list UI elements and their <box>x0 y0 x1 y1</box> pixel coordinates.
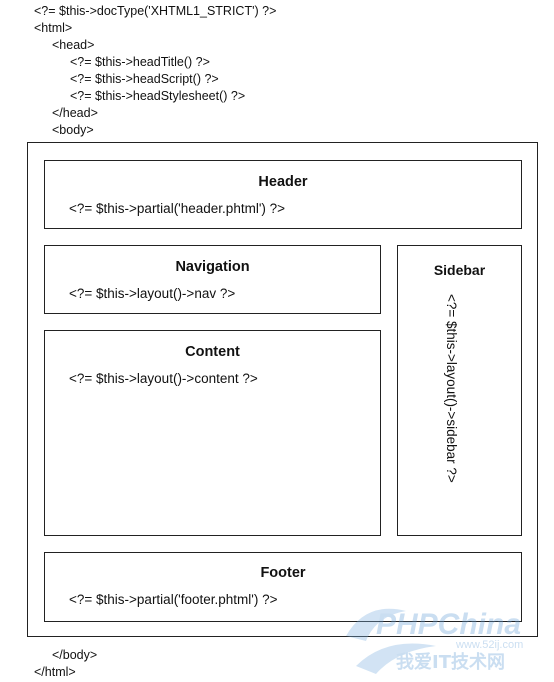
navigation-code: <?= $this->layout()->nav ?> <box>69 286 236 301</box>
watermark-swoosh-icon <box>346 608 406 641</box>
code-line-doctype: <?= $this->docType('XHTML1_STRICT') ?> <box>34 4 277 18</box>
footer-code: <?= $this->partial('footer.phtml') ?> <box>69 592 278 607</box>
header-code: <?= $this->partial('header.phtml') ?> <box>69 201 286 216</box>
content-box: Content <?= $this->layout()->content ?> <box>44 330 381 536</box>
sidebar-code: <?= $this->layout()->sidebar ?> <box>444 294 459 483</box>
footer-box: Footer <?= $this->partial('footer.phtml'… <box>44 552 522 622</box>
navigation-box: Navigation <?= $this->layout()->nav ?> <box>44 245 381 314</box>
watermark-brand: PHPChina <box>376 608 521 641</box>
watermark-logo: PHPChina 我爱IT技术网 www.52ij.com <box>346 608 523 674</box>
code-line-body-close: </body> <box>52 648 98 662</box>
content-title: Content <box>185 344 240 360</box>
navigation-title: Navigation <box>175 259 250 275</box>
watermark-cn: 我爱IT技术网 <box>396 651 505 673</box>
code-line-head-script: <?= $this->headScript() ?> <box>70 72 219 86</box>
code-line-html-close: </html> <box>34 665 76 679</box>
footer-title: Footer <box>260 565 306 581</box>
sidebar-title: Sidebar <box>433 262 486 278</box>
watermark-site: www.52ij.com <box>455 639 523 651</box>
code-line-head-title: <?= $this->headTitle() ?> <box>70 55 210 69</box>
body-layout-box <box>27 142 538 637</box>
code-line-head-close: </head> <box>52 106 98 120</box>
header-title: Header <box>258 174 308 190</box>
code-line-body-open: <body> <box>52 123 94 137</box>
header-box: Header <?= $this->partial('header.phtml'… <box>44 160 522 229</box>
code-line-head-open: <head> <box>52 38 95 52</box>
content-code: <?= $this->layout()->content ?> <box>69 371 258 386</box>
code-line-html-open: <html> <box>34 21 73 35</box>
sidebar-box: Sidebar <?= $this->layout()->sidebar ?> <box>397 245 522 536</box>
code-line-head-stylesheet: <?= $this->headStylesheet() ?> <box>70 89 246 103</box>
